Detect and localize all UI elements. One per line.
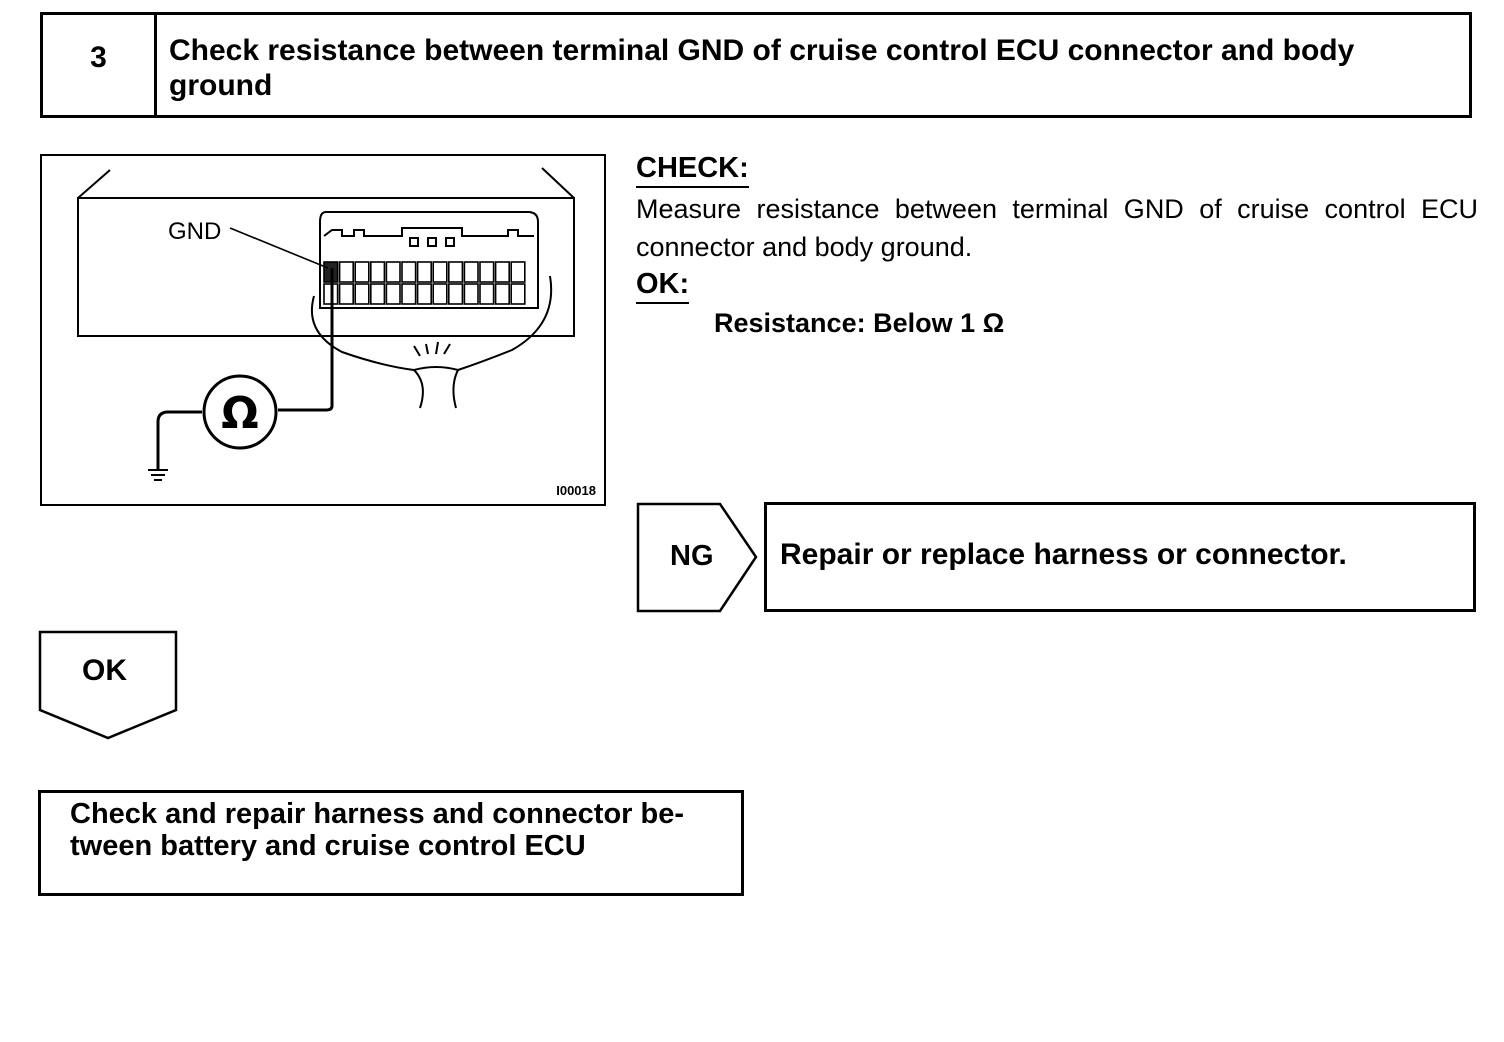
connector-pin <box>479 261 495 283</box>
connector-illustration: Ω GND I00018 <box>40 154 606 506</box>
ohmmeter-symbol: Ω <box>221 388 258 439</box>
connector-pin <box>447 283 464 305</box>
ng-arrow-icon <box>636 502 758 613</box>
ecu-connector-diagram: Ω <box>77 167 575 481</box>
ng-action-box <box>764 502 1476 612</box>
connector-pin <box>354 261 370 283</box>
gnd-terminal-label: GND <box>168 218 222 245</box>
connector-pin <box>385 283 401 305</box>
figure-code: I00018 <box>556 483 596 498</box>
next-step-text: Check and repair harness and connector b… <box>70 798 685 862</box>
connector-pin <box>510 283 526 305</box>
connector-pin <box>338 283 355 305</box>
connector-pin <box>463 261 479 283</box>
connector-pin <box>479 283 495 305</box>
ok-label: OK: <box>636 268 690 304</box>
ok-branch-label: OK <box>82 654 127 687</box>
connector-pin <box>494 261 511 283</box>
connector-pin <box>510 261 526 283</box>
connector-pin <box>463 283 479 305</box>
step-number: 3 <box>43 15 157 115</box>
connector-pin <box>401 283 417 305</box>
step-title: Check resistance between terminal GND of… <box>169 34 1355 102</box>
connector-pin <box>385 261 401 283</box>
connector-pin <box>432 283 448 305</box>
connector-pin <box>401 261 417 283</box>
connector-pin <box>416 261 433 283</box>
check-label: CHECK: <box>636 152 749 188</box>
ng-action-text: Repair or replace harness or connector. <box>780 538 1347 571</box>
step-header: 3 Check resistance between terminal GND … <box>40 12 1472 118</box>
connector-pin <box>338 261 355 283</box>
connector-pin <box>447 261 464 283</box>
ok-arrow-icon <box>38 630 178 740</box>
connector-pin <box>494 283 511 305</box>
connector-pin <box>369 283 386 305</box>
ng-label: NG <box>670 540 714 572</box>
connector-pin <box>369 261 386 283</box>
connector-pin <box>416 283 433 305</box>
check-instruction: Measure resistance between terminal GND … <box>636 194 1478 262</box>
connector-pin <box>432 261 448 283</box>
next-step-box <box>38 790 744 896</box>
connector-pin <box>354 283 370 305</box>
resistance-spec: Resistance: Below 1 Ω <box>714 308 1005 338</box>
